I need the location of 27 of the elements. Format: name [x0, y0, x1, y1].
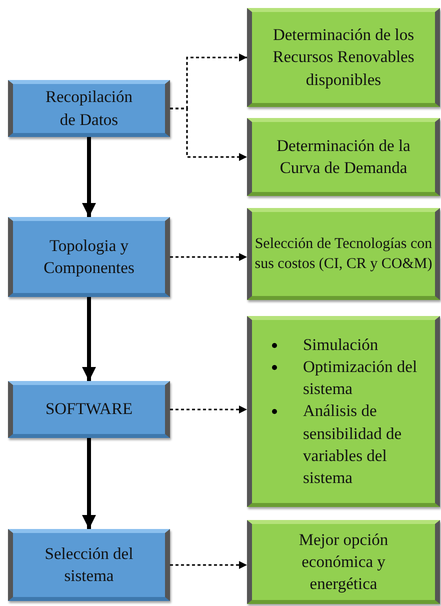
arrow	[170, 253, 247, 261]
process-box	[8, 381, 170, 438]
box-text: Recopilación de Datos	[44, 86, 134, 130]
process-box	[8, 80, 170, 137]
box-text: Mejor opción económica y energética	[298, 528, 390, 596]
box-text: Determinación de la Curva de Demanda	[276, 134, 412, 179]
result-box	[247, 8, 440, 107]
arrow	[170, 561, 247, 569]
result-box	[247, 208, 440, 300]
arrow	[170, 406, 247, 414]
arrow	[170, 108, 247, 161]
bullet-item: Simulación	[303, 334, 378, 356]
box-text: SOFTWARE	[45, 398, 133, 420]
result-box	[247, 118, 440, 196]
bullet-item: Análisis de sensibilidad de variables del sistema	[303, 400, 403, 490]
box-text: Selección de Tecnologías con sus costos (CI, CR y CO&M)	[254, 234, 433, 274]
box-text: Determinación de los Recursos Renovables disponibles	[272, 24, 416, 91]
bullet-item: Optimización del sistema	[303, 356, 418, 400]
box-text: Selección del sistema	[44, 542, 134, 587]
process-box	[8, 217, 170, 297]
arrow	[82, 438, 96, 529]
box-text: Topologia y Componentes	[42, 234, 136, 279]
result-box	[247, 316, 440, 507]
result-box	[247, 520, 440, 604]
process-box	[8, 529, 170, 601]
arrow	[82, 137, 96, 217]
arrow	[82, 297, 96, 381]
